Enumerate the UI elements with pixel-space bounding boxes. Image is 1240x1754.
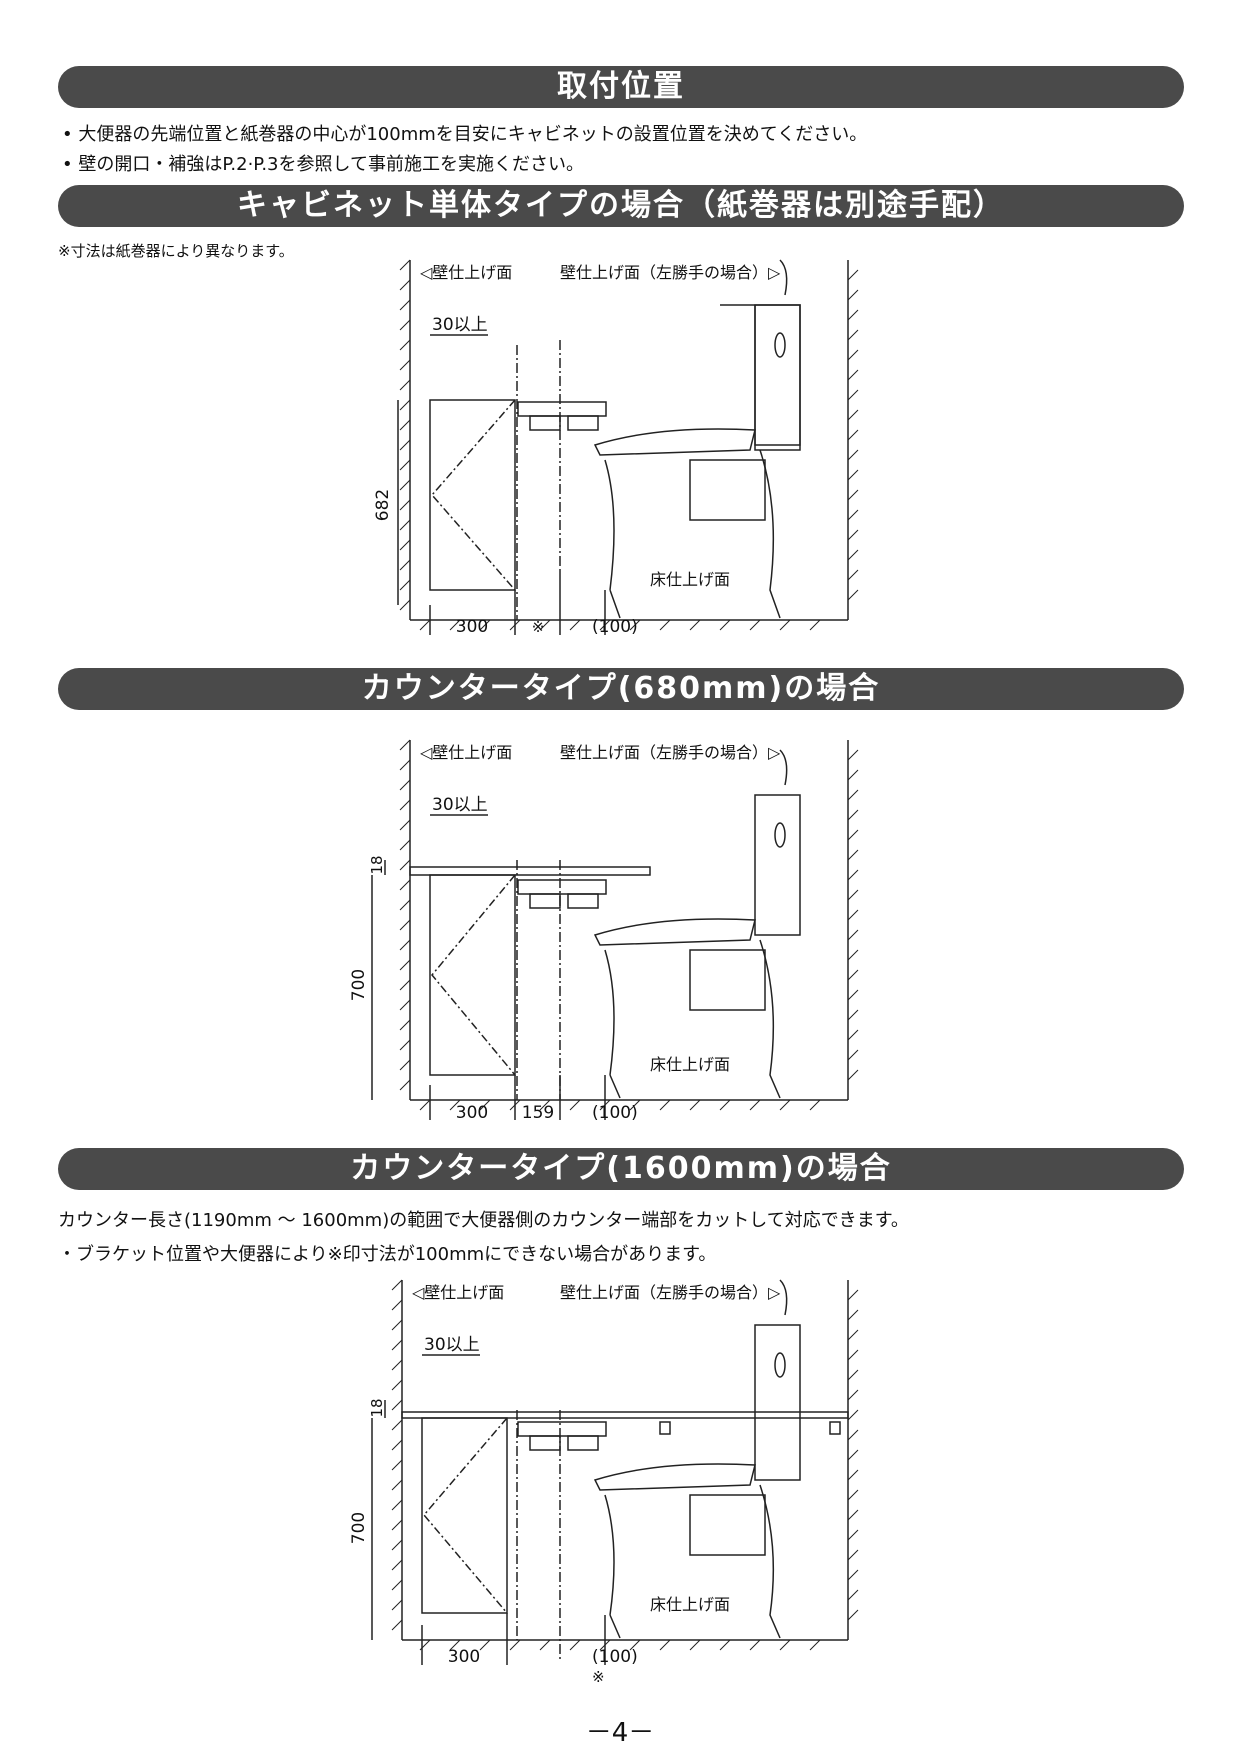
toilet-offset-dimension: (100) xyxy=(592,617,638,637)
asterisk-mark: ※ xyxy=(592,1668,605,1686)
section-banner-mounting-position: 取付位置 xyxy=(58,66,1184,108)
floor-finish-label: 床仕上げ面 xyxy=(650,570,730,589)
counter-length-note: カウンター長さ(1190mm ～ 1600mm)の範囲で大便器側のカウンター端部… xyxy=(58,1210,909,1231)
instruction-bullet-1: • 大便器の先端位置と紙巻器の中心が100mmを目安にキャビネットの設置位置を決… xyxy=(62,124,868,145)
counter-680-installation-diagram: ◁壁仕上げ面 壁仕上げ面（左勝手の場合）▷ 30以上 18 700 床仕上げ面 … xyxy=(349,739,859,1123)
section-banner-cabinet-type: キャビネット単体タイプの場合（紙巻器は別途手配） xyxy=(58,185,1184,227)
top-thickness-dimension: 18 xyxy=(368,855,386,874)
wall-finish-right-label: 壁仕上げ面（左勝手の場合）▷ xyxy=(560,263,781,282)
height-dimension: 700 xyxy=(349,1512,369,1544)
top-thickness-dimension: 18 xyxy=(368,1398,386,1417)
bracket-note: ・ブラケット位置や大便器により※印寸法が100mmにできない場合があります。 xyxy=(58,1244,717,1265)
counter-1600-installation-diagram: ◁壁仕上げ面 壁仕上げ面（左勝手の場合）▷ 30以上 18 700 床仕上げ面 … xyxy=(349,1279,859,1686)
instruction-bullet-2: • 壁の開口・補強はP.2·P.3を参照して事前施工を実施ください。 xyxy=(62,154,584,175)
clearance-label: 30以上 xyxy=(432,795,488,815)
cabinet-width-dimension: 300 xyxy=(456,617,488,637)
toilet-offset-dimension: (100) xyxy=(592,1103,638,1123)
floor-finish-label: 床仕上げ面 xyxy=(650,1595,730,1614)
wall-finish-left-label: ◁壁仕上げ面 xyxy=(419,263,512,282)
cabinet-installation-diagram: ◁壁仕上げ面 壁仕上げ面（左勝手の場合）▷ 30以上 682 床仕上げ面 300… xyxy=(373,259,859,637)
dimension-note: ※寸法は紙巻器により異なります。 xyxy=(58,242,294,260)
section-banner-counter-680: カウンタータイプ(680mm)の場合 xyxy=(58,668,1184,710)
gap-dimension: ※ xyxy=(532,618,545,636)
gap-dimension: 159 xyxy=(522,1103,554,1123)
wall-finish-right-label: 壁仕上げ面（左勝手の場合）▷ xyxy=(560,743,781,762)
wall-finish-right-label: 壁仕上げ面（左勝手の場合）▷ xyxy=(560,1283,781,1302)
height-dimension: 700 xyxy=(349,969,369,1001)
wall-finish-left-label: ◁壁仕上げ面 xyxy=(419,743,512,762)
clearance-label: 30以上 xyxy=(424,1335,480,1355)
section-banner-counter-1600: カウンタータイプ(1600mm)の場合 xyxy=(58,1148,1184,1190)
floor-finish-label: 床仕上げ面 xyxy=(650,1055,730,1074)
wall-finish-left-label: ◁壁仕上げ面 xyxy=(411,1283,504,1302)
cabinet-width-dimension: 300 xyxy=(456,1103,488,1123)
height-dimension: 682 xyxy=(373,489,393,521)
clearance-label: 30以上 xyxy=(432,315,488,335)
page-number: －4－ xyxy=(585,1718,655,1748)
toilet-offset-dimension: (100) xyxy=(592,1647,638,1667)
cabinet-width-dimension: 300 xyxy=(448,1647,480,1667)
